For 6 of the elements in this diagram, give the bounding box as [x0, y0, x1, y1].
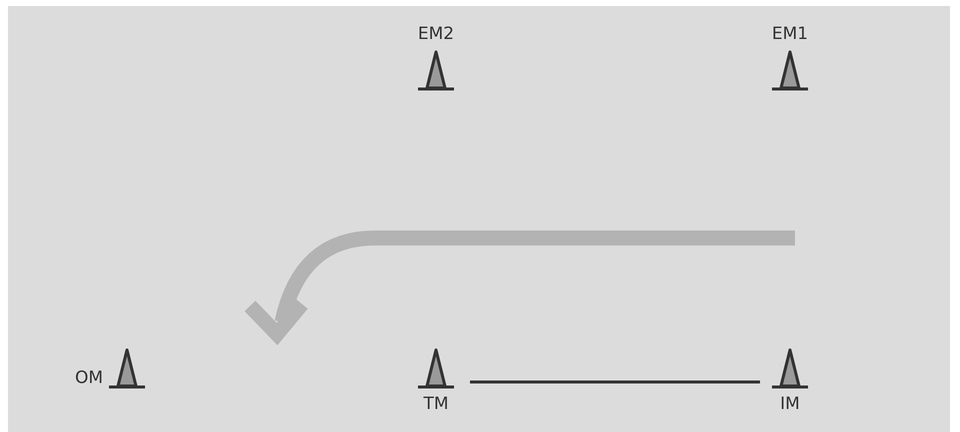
connector-line	[470, 380, 760, 384]
peak-label: OM	[74, 368, 103, 388]
peak-label: IM	[780, 394, 800, 414]
peak-label: EM2	[418, 24, 454, 44]
peak-label: EM1	[772, 24, 808, 44]
peak-label: TM	[423, 394, 449, 414]
